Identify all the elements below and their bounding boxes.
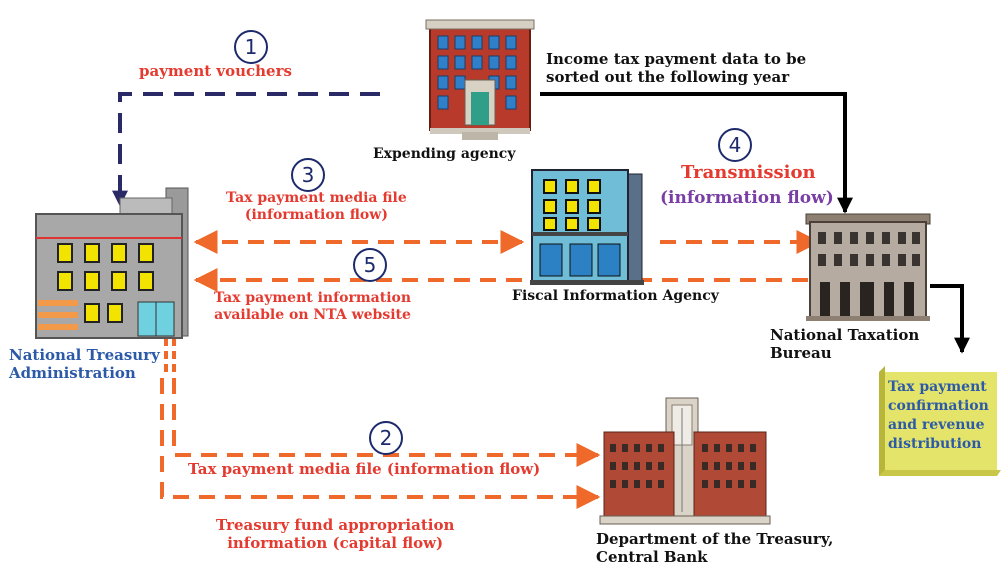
fund-appropriation-label: Treasury fund appropriation information … [216,516,454,553]
media-file-label-step2: Tax payment media file (information flow… [188,460,541,478]
ntb-line-1: National Taxation [770,326,920,344]
tax-confirmation-label: Tax payment confirmation and revenue dis… [888,378,989,454]
income-tax-note-line-2: sorted out the following year [546,68,790,87]
central-bank-line-1: Department of the Treasury, [596,530,834,548]
step-1-badge: 1 [234,30,268,64]
national-treasury-line-1: National Treasury [9,346,160,364]
national-taxation-bureau-label: National Taxation Bureau [770,326,919,363]
fund-appropriation-line-2: information (capital flow) [227,534,444,553]
income-tax-data-arrow [540,92,853,214]
income-tax-note-label: Income tax payment data to be sorted out… [546,50,806,87]
step-5-badge: 5 [353,248,387,282]
step-3-badge: 3 [291,158,325,192]
tax-confirmation-line-4: distribution [888,435,982,452]
national-treasury-label: National Treasury Administration [9,346,160,383]
ntb-line-2: Bureau [770,344,832,363]
media-file-line-2: (information flow) [244,207,388,224]
fiscal-information-agency-building [530,169,644,285]
national-treasury-building [35,187,189,339]
expending-agency-building [425,19,535,140]
website-info-line-2: available on NTA website [214,307,411,324]
national-treasury-line-2: Administration [9,364,136,383]
central-bank-building [599,397,771,525]
central-bank-label: Department of the Treasury, Central Bank [596,530,833,567]
fiscal-information-agency-label: Fiscal Information Agency [512,288,719,304]
tax-confirmation-line-3: and revenue [888,416,985,433]
website-info-line-1: Tax payment information [214,290,412,306]
ntb-to-confirmation-arrow [930,284,970,354]
payment-vouchers-arrow [112,92,380,207]
tax-confirmation-line-2: confirmation [888,397,989,414]
website-info-label: Tax payment information available on NTA… [214,290,411,324]
step-2-badge: 2 [369,421,403,455]
fund-appropriation-arrow [160,378,601,509]
tax-confirmation-line-1: Tax payment [888,379,987,395]
media-file-label-step3: Tax payment media file (information flow… [226,190,407,224]
fund-appropriation-line-1: Treasury fund appropriation [216,516,455,534]
step-4-badge: 4 [718,128,752,162]
expending-agency-label: Expending agency [373,146,516,162]
transmission-label: Transmission [681,162,816,183]
central-bank-line-2: Central Bank [596,548,708,567]
payment-vouchers-label: payment vouchers [139,62,292,80]
income-tax-note-line-1: Income tax payment data to be [546,50,807,68]
national-taxation-bureau-building [805,213,931,321]
confirmation-note-shape [879,366,1001,476]
media-file-line-1: Tax payment media file [226,190,407,206]
transmission-sublabel: (information flow) [660,188,834,208]
